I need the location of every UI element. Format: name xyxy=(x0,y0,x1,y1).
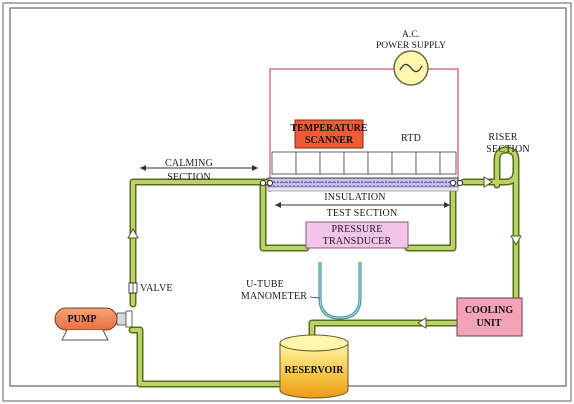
flow-arrows xyxy=(127,176,522,329)
pressure-transducer-label-2: TRANSDUCER xyxy=(323,236,392,247)
temperature-scanner-label-1: TEMPERATURE xyxy=(290,123,367,134)
ac-wave-icon xyxy=(399,63,423,73)
flow-arrow-right-icon xyxy=(483,176,493,188)
rtd-label: RTD xyxy=(401,133,421,144)
u-tube-manometer xyxy=(318,262,362,320)
cooling-unit-label-2: UNIT xyxy=(476,318,501,329)
power-wire xyxy=(269,68,459,192)
valve-label: VALVE xyxy=(140,283,173,294)
pump xyxy=(54,307,133,341)
insulation-label: INSULATION xyxy=(324,192,385,203)
ac-power-supply-label-2: POWER SUPPLY xyxy=(376,41,446,51)
temperature-scanner-label-2: SCANNER xyxy=(305,135,354,146)
test-section-label: TEST SECTION xyxy=(327,208,398,219)
cooling-unit-label-1: COOLING xyxy=(465,305,514,316)
pressure-transducer-label-1: PRESSURE xyxy=(331,224,382,235)
pump-label: PUMP xyxy=(68,314,97,325)
temperature-scanner xyxy=(294,119,364,149)
ac-power-supply-label-1: A.C. xyxy=(402,30,420,40)
rtd-sensor-array xyxy=(271,151,457,175)
valve xyxy=(128,282,138,294)
reservoir-label: RESERVOIR xyxy=(285,365,345,376)
pressure-transducer xyxy=(305,221,409,249)
cooling-unit xyxy=(456,297,523,337)
reservoir xyxy=(279,334,349,399)
calming-section-label-1: CALMING xyxy=(165,158,213,169)
pipe-fittings xyxy=(259,179,464,187)
manometer-leader xyxy=(309,296,321,299)
riser-section-label-2: SECTION xyxy=(486,144,530,155)
riser-section-label-1: RISER xyxy=(488,132,517,143)
ac-power-supply xyxy=(393,50,429,86)
u-tube-manometer-label-2: MANOMETER xyxy=(241,291,307,302)
flow-arrow-up-icon xyxy=(127,227,139,239)
flow-arrow-down-icon xyxy=(510,235,522,247)
insulation-layer xyxy=(267,186,459,192)
flow-arrow-left-icon xyxy=(417,317,427,329)
u-tube-manometer-inner xyxy=(319,262,361,319)
calming-section-label-2: SECTION xyxy=(167,172,211,183)
u-tube-manometer-label-1: U-TUBE xyxy=(246,279,284,290)
